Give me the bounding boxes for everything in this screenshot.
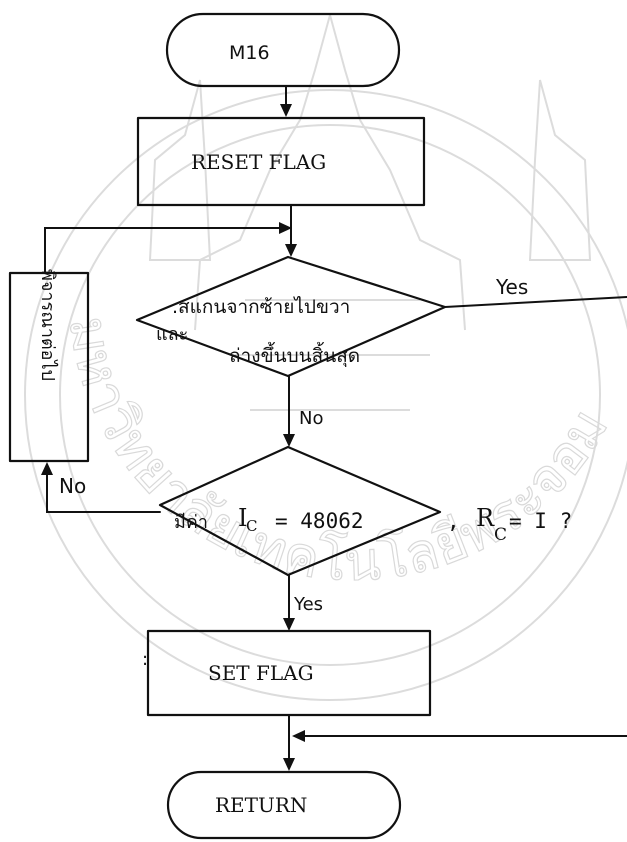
arrow-head-start-to-reset (280, 104, 292, 117)
value-decision-ic-subscript: C (246, 517, 257, 535)
scan-decision-line3: ล่างขึ้นบนสิ้นสุด (229, 342, 360, 368)
reset-flag-label: RESET FLAG (191, 150, 326, 174)
scan-yes-label: Yes (495, 275, 528, 299)
value-decision-ic-value: = 48062 (275, 509, 364, 533)
start-label: M16 (229, 42, 270, 64)
scan-yes-line (445, 297, 627, 307)
arrow-head-merge-from-right (292, 730, 305, 742)
arrow-head-scan-to-value (283, 434, 295, 447)
scan-decision-line2: และ (156, 324, 188, 345)
value-decision-separator: , (447, 509, 460, 533)
value-decision-rc-text: R (476, 504, 495, 532)
arrow-head-value-to-set (283, 618, 295, 631)
scan-no-label: No (299, 408, 323, 429)
scan-decision-line1: .สแกนจากซ้ายไปขวา (172, 296, 350, 318)
continue-process-label: พิจารณาต่อไป (37, 269, 59, 381)
value-no-label: No (59, 474, 86, 498)
reset-flag-process: RESET FLAG (138, 118, 424, 205)
value-yes-label: Yes (293, 594, 323, 615)
value-decision-rc-value: = I ? (509, 509, 572, 533)
colon-mark: : (142, 649, 148, 670)
return-label: RETURN (215, 793, 307, 817)
arrow-head-value-no (41, 462, 53, 475)
value-decision-rc-subscript: C (494, 525, 507, 545)
set-flag-process: SET FLAG (148, 631, 430, 715)
return-terminal: RETURN (168, 772, 400, 838)
value-decision-prefix: มีค่า (174, 512, 208, 533)
set-flag-label: SET FLAG (208, 661, 314, 685)
scan-complete-decision: .สแกนจากซ้ายไปขวา และ ล่างขึ้นบนสิ้นสุด (137, 257, 445, 376)
loop-return-line (45, 228, 288, 273)
arrow-head-reset-to-scan (285, 244, 297, 257)
start-terminal: M16 (167, 14, 399, 86)
arrow-head-set-to-return (283, 758, 295, 771)
